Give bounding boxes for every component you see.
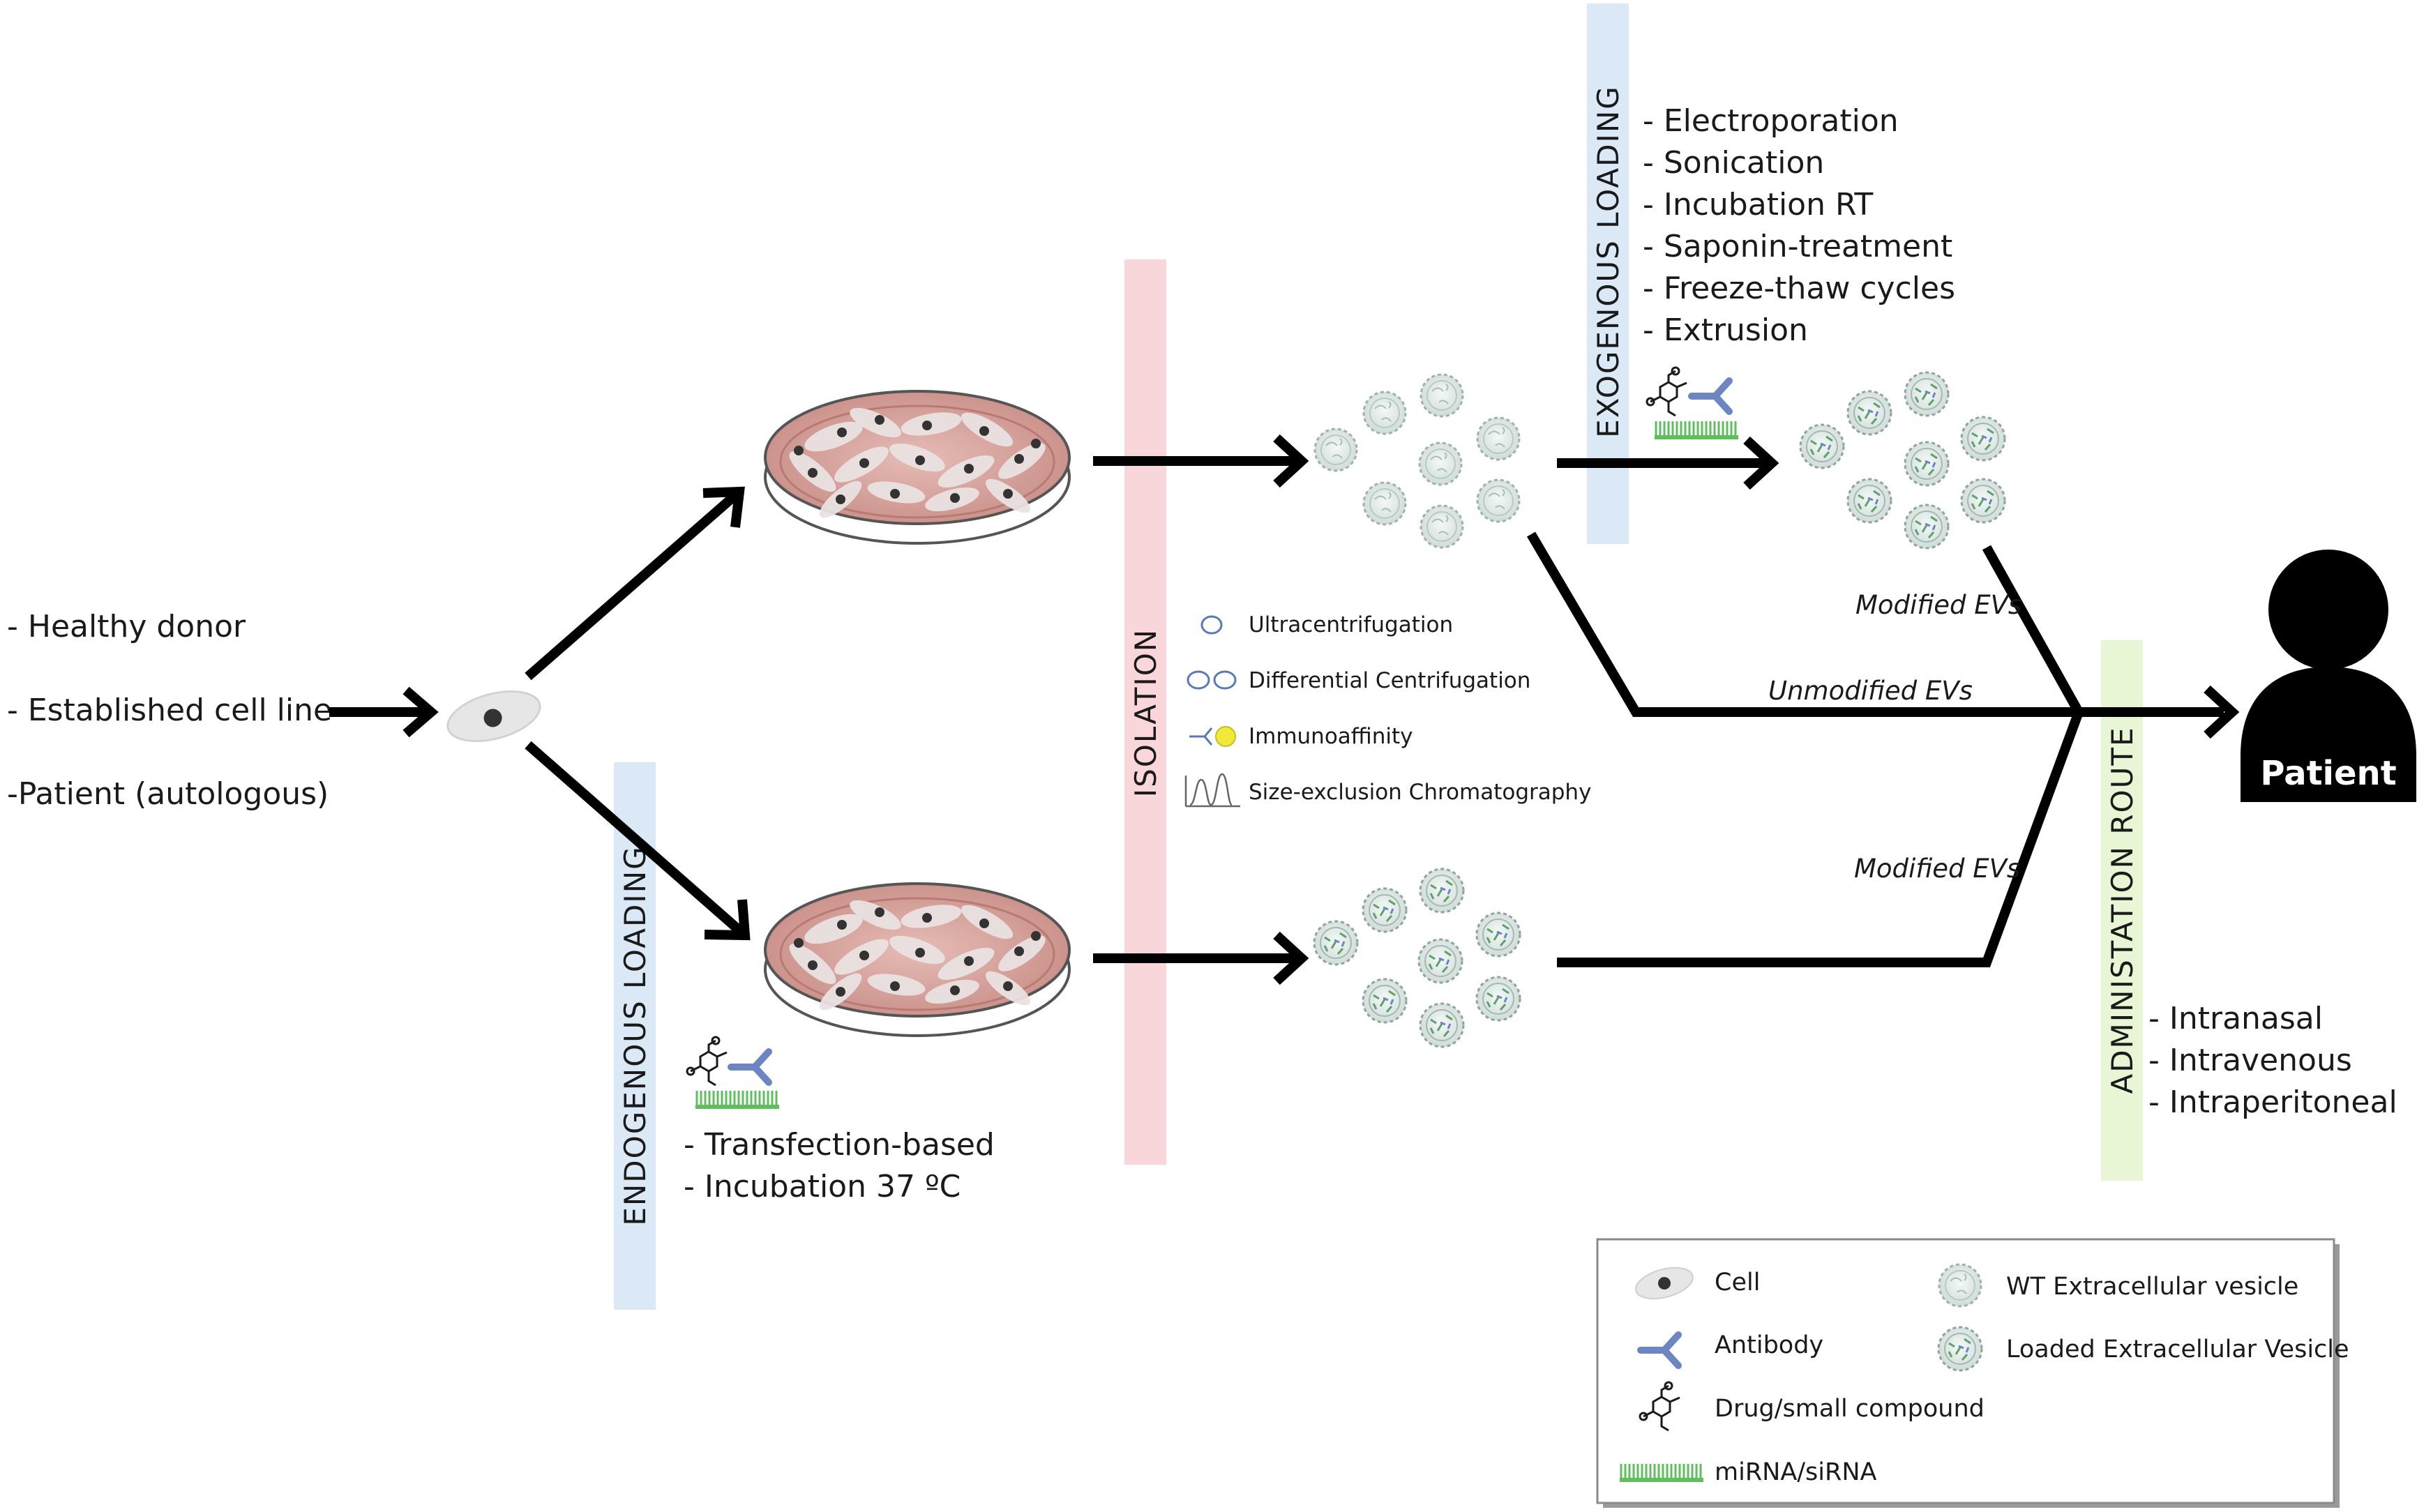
method-sonication: - Sonication xyxy=(1643,145,1824,181)
method-extrusion: - Extrusion xyxy=(1643,312,1808,348)
legend-antibody-label: Antibody xyxy=(1715,1331,1823,1359)
differential-centrifugation-icon xyxy=(1187,670,1237,690)
arrow-to-patient xyxy=(2204,685,2240,739)
route-intraperitoneal: - Intraperitoneal xyxy=(2148,1084,2397,1120)
drug-icon xyxy=(686,1036,728,1087)
antibody-icon xyxy=(1692,381,1729,411)
method-saponin-treatment: - Saponin-treatment xyxy=(1643,229,1952,264)
loaded-ev-cluster-top xyxy=(1799,371,2006,550)
administration-route-label: ADMINISTATION ROUTE xyxy=(2105,726,2139,1094)
isolation-band xyxy=(1124,259,1166,1165)
label-modified-evs-top: Modified EVs xyxy=(1855,590,2021,620)
wt-ev-cluster xyxy=(1313,373,1521,549)
path-modified-evs-bottom xyxy=(1557,710,2084,967)
exogenous-cargo-icons xyxy=(1646,366,1740,441)
administration-route-band xyxy=(2101,640,2143,1181)
immunoaffinity-icon xyxy=(1189,726,1236,747)
legend-cell-icon xyxy=(1635,1267,1694,1300)
arrow-source-to-cell xyxy=(329,686,439,738)
path-unmodified-evs xyxy=(1526,531,2222,717)
route-intranasal: - Intranasal xyxy=(2148,1001,2323,1036)
patient-icon xyxy=(2241,550,2416,802)
isolation-size-exclusion: Size-exclusion Chromatography xyxy=(1249,780,1591,805)
arrow-top-dish-to-evs xyxy=(1093,434,1309,488)
endogenous-loading-label: ENDOGENOUS LOADING xyxy=(618,845,652,1225)
legend-drug-label: Drug/small compound xyxy=(1715,1395,1985,1423)
exogenous-loading-band xyxy=(1587,3,1629,544)
petri-dish-bottom xyxy=(764,882,1071,1037)
antibody-icon xyxy=(731,1052,769,1082)
isolation-immunoaffinity: Immunoaffinity xyxy=(1249,724,1413,749)
arrow-cell-to-top-dish xyxy=(525,486,745,681)
arrow-bottom-dish-to-evs xyxy=(1093,931,1309,985)
method-incubation-37c: - Incubation 37 ºC xyxy=(684,1169,961,1204)
mirna-icon xyxy=(1653,420,1740,441)
patient-label: Patient xyxy=(2260,754,2396,793)
loaded-ev-cluster-bottom xyxy=(1313,868,1521,1048)
arrow-cell-to-bottom-dish xyxy=(525,741,751,941)
isolation-methods: Ultracentrifugation Differential Centrif… xyxy=(1184,612,1591,808)
chromatography-icon xyxy=(1184,773,1240,808)
method-freeze-thaw: - Freeze-thaw cycles xyxy=(1643,271,1955,306)
legend: Cell Antibody Drug/small compound miRNA/… xyxy=(1596,1238,2349,1508)
source-cell xyxy=(446,690,541,743)
method-incubation-rt: - Incubation RT xyxy=(1643,187,1873,222)
label-modified-evs-bottom: Modified EVs xyxy=(1854,854,2020,884)
source-patient-autologous: -Patient (autologous) xyxy=(7,776,329,812)
isolation-label: ISOLATION xyxy=(1129,628,1163,797)
arrow-evs-to-loaded-evs xyxy=(1557,436,1779,490)
isolation-ultracentrifugation: Ultracentrifugation xyxy=(1249,612,1453,637)
method-electroporation: - Electroporation xyxy=(1643,103,1899,139)
legend-loaded-ev-icon xyxy=(1937,1326,1983,1372)
legend-wt-ev-label: WT Extracellular vesicle xyxy=(2006,1273,2298,1301)
exogenous-loading-label: EXOGENOUS LOADING xyxy=(1591,85,1625,438)
path-modified-evs-top xyxy=(1982,545,2084,715)
legend-mirna-label: miRNA/siRNA xyxy=(1715,1458,1877,1486)
drug-icon xyxy=(1646,366,1688,417)
source-established-cell-line: - Established cell line xyxy=(7,693,332,728)
legend-cell-label: Cell xyxy=(1715,1269,1760,1296)
mirna-icon xyxy=(694,1089,781,1110)
isolation-differential-centrifugation: Differential Centrifugation xyxy=(1249,668,1530,693)
petri-dish-top xyxy=(764,390,1071,545)
label-unmodified-evs: Unmodified EVs xyxy=(1768,676,1973,706)
legend-wt-ev-icon xyxy=(1938,1263,1982,1308)
endogenous-cargo-icons xyxy=(686,1036,781,1110)
legend-loaded-ev-label: Loaded Extracellular Vesicle xyxy=(2006,1336,2349,1363)
route-intravenous: - Intravenous xyxy=(2148,1043,2352,1078)
exogenous-methods-list: - Electroporation - Sonication - Incubat… xyxy=(1643,103,1955,348)
ultracentrifugation-icon xyxy=(1200,615,1223,635)
method-transfection-based: - Transfection-based xyxy=(684,1127,995,1163)
source-healthy-donor: - Healthy donor xyxy=(7,609,246,644)
